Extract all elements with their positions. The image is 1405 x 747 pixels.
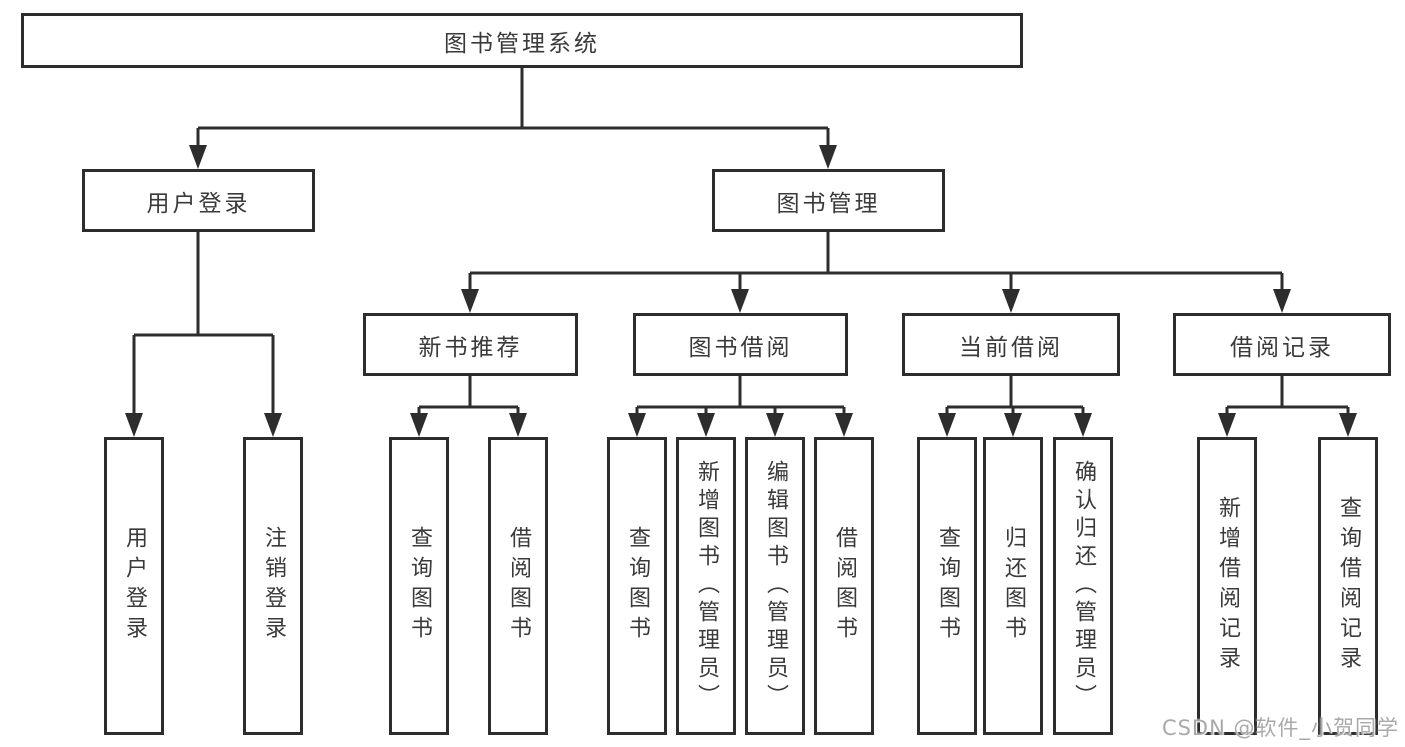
leaf-borrowing-borrow-books: 借阅图书	[814, 437, 874, 735]
leaf-user-login: 用户登录	[104, 437, 164, 735]
arrowhead-icon	[1273, 289, 1291, 313]
node-book-management: 图书管理	[712, 169, 945, 232]
arrowhead-icon	[1074, 413, 1092, 437]
arrowhead-icon	[264, 413, 282, 437]
node-library-management-system: 图书管理系统	[21, 13, 1023, 68]
node-current-borrowing: 当前借阅	[902, 313, 1120, 376]
leaf-current-confirm-return-admin: 确认归还（管理员）	[1053, 437, 1113, 735]
csdn-watermark: CSDN @软件_小贺同学	[1161, 716, 1399, 740]
arrowhead-icon	[509, 413, 527, 437]
leaf-records-query-record: 查询借阅记录	[1318, 437, 1378, 735]
leaf-borrowing-query-books: 查询图书	[607, 437, 667, 735]
connector-book-borrowing-children	[628, 376, 853, 437]
arrowhead-icon	[731, 289, 749, 313]
arrowhead-icon	[835, 413, 853, 437]
arrowhead-icon	[461, 289, 479, 313]
leaf-recommend-query-books: 查询图书	[389, 437, 449, 735]
leaf-borrowing-edit-books-admin: 编辑图书（管理员）	[745, 437, 805, 735]
connector-borrowing-records-children	[1218, 376, 1357, 437]
connector-book-management-children	[461, 232, 1291, 313]
arrowhead-icon	[628, 413, 646, 437]
arrowhead-icon	[1002, 289, 1020, 313]
arrowhead-icon	[1218, 413, 1236, 437]
node-new-book-recommendation: 新书推荐	[363, 313, 578, 376]
leaf-borrowing-add-books-admin: 新增图书（管理员）	[676, 437, 736, 735]
arrowhead-icon	[410, 413, 428, 437]
arrowhead-icon	[697, 413, 715, 437]
connector-root-to-branches	[189, 68, 837, 169]
leaf-current-return-books: 归还图书	[983, 437, 1043, 735]
node-user-login: 用户登录	[82, 169, 315, 232]
leaf-records-add-record: 新增借阅记录	[1197, 437, 1257, 735]
arrowhead-icon	[1004, 413, 1022, 437]
arrowhead-icon	[819, 145, 837, 169]
arrowhead-icon	[938, 413, 956, 437]
connector-new-book-children	[410, 376, 527, 437]
leaf-recommend-borrow-books: 借阅图书	[488, 437, 548, 735]
connector-user-login-children	[125, 232, 282, 437]
node-borrowing-records: 借阅记录	[1173, 313, 1391, 376]
arrowhead-icon	[1339, 413, 1357, 437]
leaf-logout: 注销登录	[243, 437, 303, 735]
arrowhead-icon	[125, 413, 143, 437]
arrowhead-icon	[766, 413, 784, 437]
connector-current-borrowing-children	[938, 376, 1092, 437]
leaf-current-query-books: 查询图书	[917, 437, 977, 735]
node-book-borrowing: 图书借阅	[633, 313, 848, 376]
arrowhead-icon	[189, 145, 207, 169]
